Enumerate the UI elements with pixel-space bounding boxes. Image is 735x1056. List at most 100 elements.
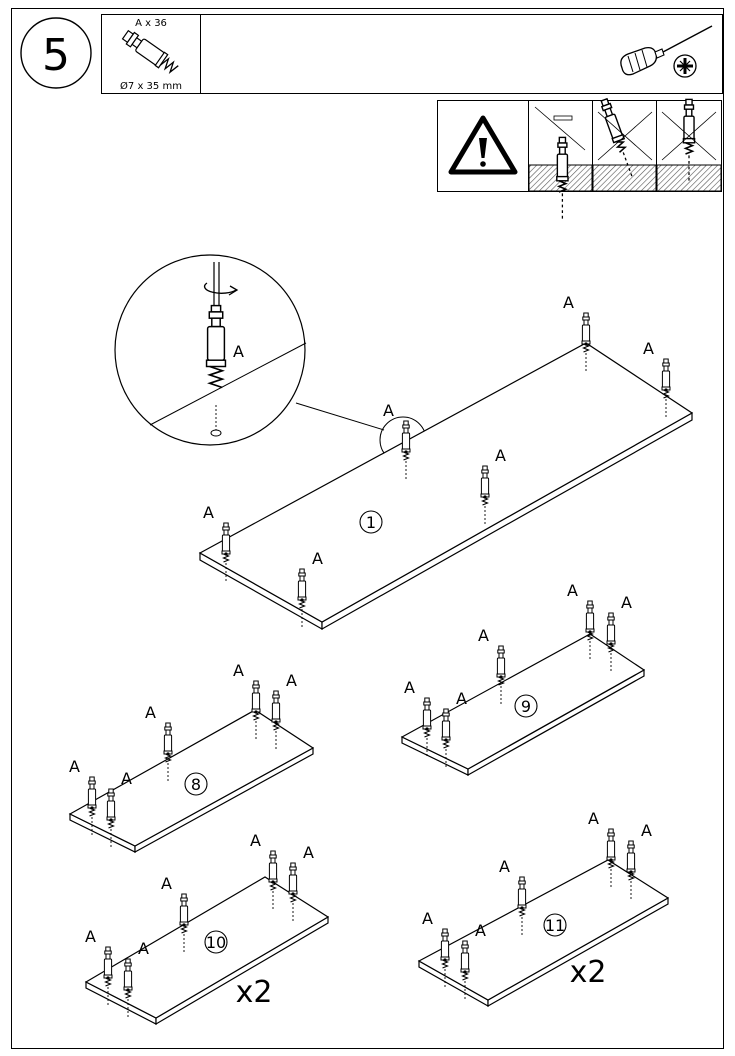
cam-dowel-icon: A: [606, 593, 632, 673]
panel-quantity-multiplier: x2: [570, 955, 607, 990]
cam-dowel-icon: A: [161, 874, 189, 954]
drill-hole: [425, 727, 429, 731]
cam-dowel-icon: A: [422, 909, 450, 989]
dowel-label-a: A: [404, 678, 415, 697]
drill-hole: [609, 642, 613, 646]
cam-dowel-icon: A: [297, 549, 323, 629]
dowel-label-a: A: [567, 581, 578, 600]
drill-hole: [254, 710, 258, 714]
dowel-label-a: A: [121, 769, 132, 788]
check-mark: [534, 106, 586, 151]
cam-dowel-icon: A: [233, 661, 261, 741]
cam-dowel-icon: [121, 29, 179, 75]
dowel-label-a: A: [233, 661, 244, 680]
cam-dowel-icon: A: [271, 671, 297, 751]
warning-triangle-icon: [448, 115, 518, 175]
cam-dowel-icon: A: [123, 939, 149, 1019]
detail-dowel-label: A: [233, 342, 244, 361]
dowel-label-a: A: [286, 671, 297, 690]
panel-number: 8: [191, 775, 201, 794]
step-number-circle: [20, 17, 92, 89]
dowel-label-a: A: [145, 703, 156, 722]
cam-dowel-icon: A: [145, 703, 173, 783]
dowel-label-a: A: [161, 874, 172, 893]
part-dimensions: Ø7 x 35 mm: [120, 80, 182, 92]
drill-hole: [584, 342, 588, 346]
cam-dowel-icon: A: [441, 689, 467, 769]
dowel-label-a: A: [138, 939, 149, 958]
cam-dowel-icon: A: [404, 678, 432, 758]
dowel-label-a: A: [250, 831, 261, 850]
cam-dowel-icon: A: [288, 843, 314, 923]
cam-dowel-icon: A: [499, 857, 527, 937]
dowel-label-a: A: [383, 401, 394, 420]
drill-hole: [274, 720, 278, 724]
panel-number-circle: [359, 510, 383, 534]
drill-hole: [629, 870, 633, 874]
dowel-label-a: A: [85, 927, 96, 946]
panel-number-circle: [184, 772, 208, 796]
step-number: 5: [42, 30, 70, 81]
dowel-label-a: A: [69, 757, 80, 776]
cam-dowel-icon: A: [563, 293, 591, 373]
board-hatch-wrong-1: [592, 164, 657, 192]
panel-number: 1: [366, 513, 376, 532]
cam-dowel-icon: A: [480, 446, 506, 526]
cross-mark-1: [597, 111, 653, 161]
panel-number: 10: [206, 933, 226, 952]
part-quantity: A x 36: [135, 18, 167, 29]
panel-quantity-multiplier: x2: [236, 975, 273, 1010]
cam-dowel-icon: A: [85, 927, 113, 1007]
dowel-label-a: A: [621, 593, 632, 612]
drill-hole: [166, 752, 170, 756]
cam-dowel-icon: A: [383, 401, 411, 481]
drill-hole: [90, 806, 94, 810]
drill-hole: [520, 906, 524, 910]
drill-hole: [499, 675, 503, 679]
parts-header-box: [101, 14, 723, 94]
dowel-detail-icon: [205, 304, 227, 389]
dowel-label-a: A: [312, 549, 323, 568]
panel-10: 10 x2 A A A A A: [84, 831, 330, 1026]
cam-dowel-icon: A: [626, 821, 652, 901]
drill-hole: [463, 970, 467, 974]
phillips-screwdriver-icon: [620, 25, 713, 78]
drill-hole: [271, 880, 275, 884]
dowel-label-a: A: [203, 503, 214, 522]
panel-number-circle: [204, 930, 228, 954]
panel-number-circle: [543, 913, 567, 937]
dowel-label-a: A: [588, 809, 599, 828]
cross-mark-2: [661, 111, 717, 161]
cam-dowel-icon: A: [567, 581, 595, 661]
drill-hole: [224, 552, 228, 556]
dowel-label-a: A: [303, 843, 314, 862]
cam-dowel-icon: A: [203, 503, 231, 583]
drill-hole: [443, 958, 447, 962]
drill-hole: [664, 388, 668, 392]
drill-hole: [588, 630, 592, 634]
cam-dowel-icon: A: [460, 921, 486, 1001]
cam-dowel-icon: A: [69, 757, 97, 837]
page-frame: [11, 8, 724, 1049]
dowel-label-a: A: [495, 446, 506, 465]
detail-magnifier: A: [114, 254, 427, 464]
cam-dowel-icon: A: [478, 626, 506, 706]
drill-hole: [444, 738, 448, 742]
cam-dowel-icon: A: [106, 769, 132, 849]
dowel-label-a: A: [478, 626, 489, 645]
panel-number: 9: [521, 697, 531, 716]
dowel-label-a: A: [456, 689, 467, 708]
drill-hole: [126, 988, 130, 992]
panel-number-circle: [514, 694, 538, 718]
drill-hole: [291, 892, 295, 896]
panel-9: 9 A A A A A: [400, 581, 646, 777]
drill-hole: [182, 923, 186, 927]
warning-strip: [437, 97, 722, 221]
panel-top-face: [198, 342, 694, 623]
drill-hole: [404, 450, 408, 454]
